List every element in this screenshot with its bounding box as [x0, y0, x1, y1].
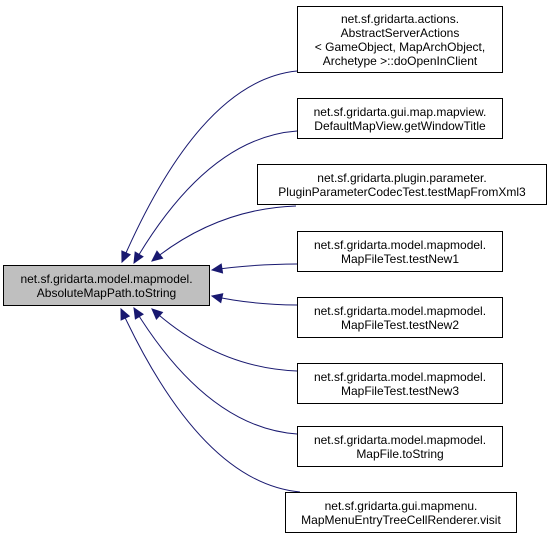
caller-node-tree-cell-renderer-visit[interactable]: net.sf.gridarta.gui.mapmenu. MapMenuEntr…: [285, 492, 517, 533]
caller-node-do-open-in-client[interactable]: net.sf.gridarta.actions. AbstractServerA…: [297, 6, 503, 73]
caller-node-line: net.sf.gridarta.actions.: [340, 11, 460, 26]
call-edge: [121, 70, 298, 263]
caller-node-line: MapFile.toString: [356, 446, 444, 461]
call-edge: [211, 263, 298, 271]
call-edge: [151, 205, 297, 262]
focus-node-line-2: AbsoluteMapPath.toString: [36, 285, 177, 300]
caller-node-line: MapMenuEntryTreeCellRenderer.visit: [301, 512, 501, 527]
caller-node-line: MapFileTest.testNew1: [340, 251, 460, 266]
call-edge: [133, 130, 298, 264]
arrowhead-icon: [133, 251, 144, 265]
caller-node-line: MapFileTest.testNew2: [340, 317, 460, 332]
caller-node-test-new1[interactable]: net.sf.gridarta.model.mapmodel. MapFileT…: [297, 231, 503, 272]
caller-node-line: net.sf.gridarta.gui.mapmenu.: [324, 498, 478, 513]
call-edge: [151, 308, 298, 372]
arrowhead-icon: [121, 250, 132, 264]
focus-node-line-1: net.sf.gridarta.model.mapmodel.: [20, 271, 193, 286]
caller-node-test-map-from-xml3[interactable]: net.sf.gridarta.plugin.parameter. Plugin…: [257, 164, 547, 205]
caller-node-line: net.sf.gridarta.model.mapmodel.: [313, 369, 487, 384]
arrowhead-icon: [151, 250, 164, 262]
caller-node-line: PluginParameterCodecTest.testMapFromXml3: [278, 184, 526, 199]
call-edge: [120, 308, 301, 493]
call-edge: [133, 307, 298, 435]
call-edge: [211, 295, 298, 306]
focus-node: net.sf.gridarta.model.mapmodel. Absolute…: [3, 265, 210, 306]
arrowhead-icon: [120, 307, 131, 321]
caller-node-line: AbstractServerActions: [340, 25, 460, 40]
caller-node-test-new2[interactable]: net.sf.gridarta.model.mapmodel. MapFileT…: [297, 297, 503, 338]
arrowhead-icon: [210, 263, 224, 274]
caller-node-line: < GameObject, MapArchObject,: [314, 39, 486, 54]
caller-node-line: net.sf.gridarta.plugin.parameter.: [317, 170, 487, 185]
arrowhead-icon: [210, 293, 224, 304]
caller-node-line: net.sf.gridarta.model.mapmodel.: [313, 432, 487, 447]
caller-node-line: DefaultMapView.getWindowTitle: [314, 118, 486, 133]
caller-node-line: MapFileTest.testNew3: [340, 383, 460, 398]
caller-node-test-new3[interactable]: net.sf.gridarta.model.mapmodel. MapFileT…: [297, 363, 503, 404]
caller-node-line: net.sf.gridarta.model.mapmodel.: [313, 237, 487, 252]
caller-node-get-window-title[interactable]: net.sf.gridarta.gui.map.mapview. Default…: [297, 98, 503, 139]
arrowhead-icon: [133, 306, 144, 320]
caller-node-line: net.sf.gridarta.gui.map.mapview.: [313, 104, 487, 119]
caller-node-map-file-to-string[interactable]: net.sf.gridarta.model.mapmodel. MapFile.…: [297, 426, 503, 467]
arrowhead-icon: [151, 308, 164, 320]
caller-node-line: net.sf.gridarta.model.mapmodel.: [313, 303, 487, 318]
caller-node-line: Archetype >::doOpenInClient: [322, 53, 478, 68]
